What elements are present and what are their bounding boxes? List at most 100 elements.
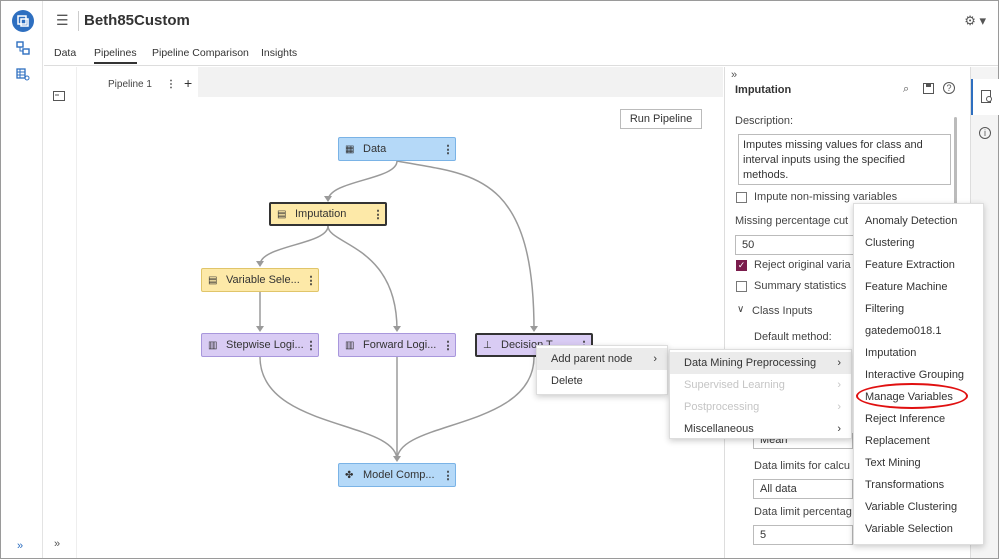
summary-statistics-checkbox[interactable] <box>736 281 747 292</box>
node-type-item[interactable]: Feature Extraction <box>865 259 955 271</box>
tree-icon: ⊥ <box>483 339 492 351</box>
node-type-item[interactable]: Clustering <box>865 237 915 249</box>
node-type-item[interactable]: Transformations <box>865 479 945 491</box>
data-grid-icon[interactable] <box>12 63 34 85</box>
node-type-item[interactable]: Feature Machine <box>865 281 948 293</box>
bar-chart-icon: ▥ <box>208 339 218 351</box>
node-type-item[interactable]: Replacement <box>865 435 930 447</box>
hamburger-icon[interactable]: ☰ <box>56 12 69 28</box>
node-forward-logistic[interactable]: ▥ Forward Logi... ⋮ <box>338 333 456 357</box>
node-type-item[interactable]: Interactive Grouping <box>865 369 965 381</box>
tab-bar: Data Pipelines Pipeline Comparison Insig… <box>44 42 998 66</box>
node-type-menu: Anomaly Detection Clustering Feature Ext… <box>853 203 984 545</box>
data-limits-select[interactable]: All data <box>753 479 853 499</box>
node-menu-icon[interactable]: ⋮ <box>442 469 454 482</box>
node-imputation[interactable]: ▤ Imputation ⋮ <box>269 202 387 226</box>
description-label: Description: <box>735 115 794 127</box>
header-divider <box>78 11 79 31</box>
description-field[interactable]: Imputes missing values for class and int… <box>738 134 951 185</box>
missing-pct-input[interactable]: 50 <box>735 235 855 255</box>
node-type-item[interactable]: Anomaly Detection <box>865 215 958 227</box>
node-type-item[interactable]: Filtering <box>865 303 905 315</box>
node-stepwise-logistic[interactable]: ▥ Stepwise Logi... ⋮ <box>201 333 319 357</box>
submenu-item-supervised-learning: Supervised Learning › <box>670 374 851 396</box>
compare-icon: ✤ <box>345 469 354 481</box>
left-nav-rail: » <box>1 1 43 558</box>
submenu-item-data-mining-preprocessing[interactable]: Data Mining Preprocessing › <box>670 352 851 374</box>
node-type-item[interactable]: Variable Clustering <box>865 501 958 513</box>
chevron-right-icon: › <box>653 353 657 365</box>
chevron-right-icon: › <box>837 423 841 435</box>
bar-chart-icon: ▥ <box>345 339 355 351</box>
expand-nodes-icon[interactable]: » <box>54 538 61 550</box>
tab-pipelines[interactable]: Pipelines <box>94 47 137 64</box>
info-icon[interactable]: i <box>979 127 991 139</box>
gear-icon[interactable]: ⚙ ▾ <box>964 13 986 28</box>
node-menu-icon[interactable]: ⋮ <box>305 339 317 352</box>
node-label: Forward Logi... <box>363 339 437 351</box>
pipeline-side-rail: » <box>44 67 77 558</box>
node-data[interactable]: ▦ Data ⋮ <box>338 137 456 161</box>
pipeline-tab-strip: Pipeline 1 ⋮ + <box>78 67 723 97</box>
variable-selection-icon: ▤ <box>208 274 218 286</box>
menu-item-add-parent-node[interactable]: Add parent node › <box>537 348 667 370</box>
node-type-item[interactable]: Imputation <box>865 347 917 359</box>
project-title: Beth85Custom <box>84 12 190 29</box>
node-type-item[interactable]: Text Mining <box>865 457 921 469</box>
node-category-submenu: Data Mining Preprocessing › Supervised L… <box>669 349 852 439</box>
pipeline-tab[interactable]: Pipeline 1 ⋮ <box>78 67 198 97</box>
node-menu-icon[interactable]: ⋮ <box>442 339 454 352</box>
chevron-down-icon[interactable]: ∨ <box>737 304 745 315</box>
node-type-item[interactable]: Reject Inference <box>865 413 946 425</box>
menu-item-label: Add parent node <box>551 353 633 365</box>
node-label: Imputation <box>295 208 347 220</box>
chevron-right-icon: › <box>837 379 841 391</box>
tab-data[interactable]: Data <box>54 47 77 59</box>
expand-rail-icon[interactable]: » <box>17 540 24 552</box>
node-label: Data <box>363 143 387 155</box>
reject-original-label: Reject original varia <box>754 259 851 271</box>
reject-original-checkbox[interactable]: ✓ <box>736 260 747 271</box>
node-menu-icon[interactable]: ⋮ <box>442 143 454 156</box>
default-method-label: Default method: <box>754 331 832 343</box>
nodes-panel-icon[interactable] <box>53 91 65 104</box>
node-menu-icon[interactable]: ⋮ <box>305 274 317 287</box>
tab-insights[interactable]: Insights <box>261 47 298 59</box>
class-inputs-section[interactable]: Class Inputs <box>752 305 813 317</box>
submenu-item-miscellaneous[interactable]: Miscellaneous › <box>670 418 851 440</box>
node-type-item[interactable]: Variable Selection <box>865 523 953 535</box>
save-icon[interactable] <box>923 83 934 97</box>
node-label: Variable Sele... <box>226 274 300 286</box>
data-limits-label: Data limits for calcu <box>754 460 850 472</box>
run-pipeline-button[interactable]: Run Pipeline <box>620 109 702 129</box>
model-studio-icon[interactable] <box>12 10 34 32</box>
node-context-menu: Add parent node › Delete <box>536 345 668 395</box>
menu-item-label: Supervised Learning <box>684 379 785 391</box>
add-pipeline-icon[interactable]: + <box>184 75 193 91</box>
collapse-panel-icon[interactable]: » <box>731 69 738 81</box>
panel-title: Imputation <box>735 84 792 96</box>
data-limit-pct-input[interactable]: 5 <box>753 525 853 545</box>
search-icon[interactable]: ⌕ <box>903 83 910 95</box>
missing-pct-label: Missing percentage cut <box>735 215 849 227</box>
imputation-icon: ▤ <box>277 208 287 220</box>
node-variable-selection[interactable]: ▤ Variable Sele... ⋮ <box>201 268 319 292</box>
menu-item-label: Miscellaneous <box>684 423 754 435</box>
highlight-annotation-circle <box>856 383 968 409</box>
node-model-comparison[interactable]: ✤ Model Comp... ⋮ <box>338 463 456 487</box>
menu-item-delete[interactable]: Delete <box>537 370 667 392</box>
panel-scrollbar[interactable] <box>954 117 957 207</box>
properties-tab[interactable] <box>971 79 999 115</box>
node-menu-icon[interactable]: ⋮ <box>372 208 384 221</box>
impute-nonmissing-checkbox[interactable] <box>736 192 747 203</box>
help-icon[interactable]: ? <box>943 82 955 94</box>
pipeline-tab-menu-icon[interactable]: ⋮ <box>166 79 176 90</box>
pipeline-icon[interactable] <box>12 37 34 59</box>
data-limit-pct-label: Data limit percentag <box>754 506 852 518</box>
tab-pipeline-comparison[interactable]: Pipeline Comparison <box>152 47 249 59</box>
summary-statistics-label: Summary statistics <box>754 280 847 292</box>
node-type-item[interactable]: gatedemo018.1 <box>865 325 942 337</box>
table-icon: ▦ <box>345 143 355 155</box>
chevron-right-icon: › <box>837 401 841 413</box>
